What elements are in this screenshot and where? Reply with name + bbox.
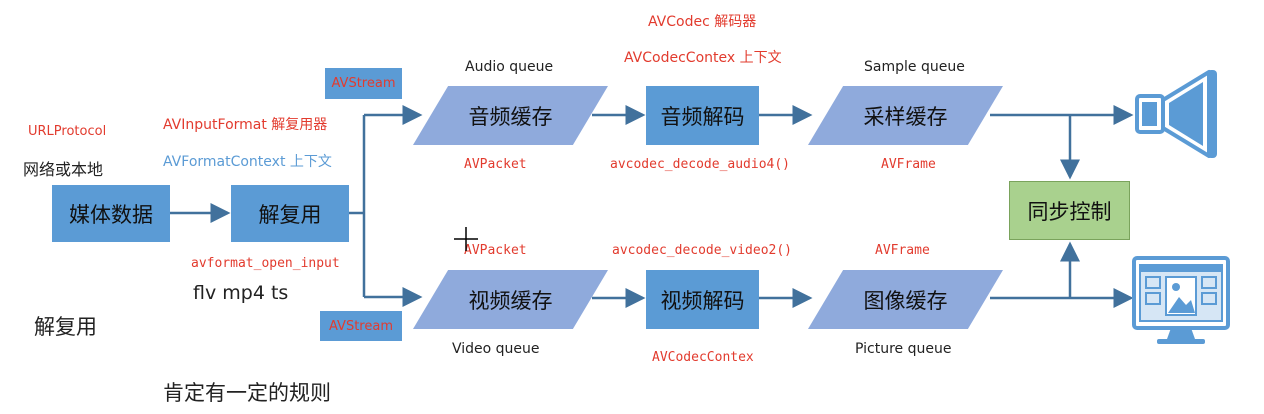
sample-buffer-box: 采样缓存 <box>808 86 1003 145</box>
audio-queue-label: Audio queue <box>465 59 554 75</box>
audio-decode-box: 音频解码 <box>646 86 759 145</box>
speaker-icon <box>1135 70 1217 158</box>
avpacket-audio-label: AVPacket <box>464 157 527 172</box>
avcodec-decoder-label: AVCodec 解码器 <box>648 14 757 30</box>
avstream-video-tag: AVStream <box>320 311 402 341</box>
avframe-video-label: AVFrame <box>875 243 930 258</box>
video-decode-box: 视频解码 <box>646 270 759 329</box>
net-or-local-label: 网络或本地 <box>23 160 104 179</box>
note-demux: 解复用 <box>34 315 97 339</box>
media-data-box: 媒体数据 <box>52 185 170 242</box>
decode-video-label: avcodec_decode_video2() <box>612 243 793 258</box>
decode-audio-label: avcodec_decode_audio4() <box>610 157 791 172</box>
note-rule: 肯定有一定的规则 <box>163 381 331 405</box>
avframe-audio-label: AVFrame <box>881 157 936 172</box>
formats-label: flv mp4 ts <box>193 282 289 304</box>
avpacket-video-label: AVPacket <box>464 243 527 258</box>
sync-control-box: 同步控制 <box>1009 181 1130 240</box>
avformatcontext-label: AVFormatContext 上下文 <box>163 154 332 170</box>
crosshair-cursor-icon <box>454 227 478 251</box>
video-buffer-box: 视频缓存 <box>413 270 608 329</box>
open-input-label: avformat_open_input <box>191 256 340 271</box>
video-queue-label: Video queue <box>452 341 540 357</box>
picture-buffer-box: 图像缓存 <box>808 270 1003 329</box>
audio-buffer-box: 音频缓存 <box>413 86 608 145</box>
monitor-icon <box>1132 256 1230 344</box>
picture-queue-label: Picture queue <box>855 341 952 357</box>
codec-context-bottom-label: AVCodecContex <box>652 350 754 365</box>
demux-box: 解复用 <box>231 185 349 242</box>
avcodec-context-label: AVCodecContex 上下文 <box>624 50 782 66</box>
sample-queue-label: Sample queue <box>864 59 965 75</box>
avinputformat-label: AVInputFormat 解复用器 <box>163 117 328 133</box>
url-protocol-label: URLProtocol <box>28 124 107 139</box>
avstream-audio-tag: AVStream <box>325 68 402 99</box>
